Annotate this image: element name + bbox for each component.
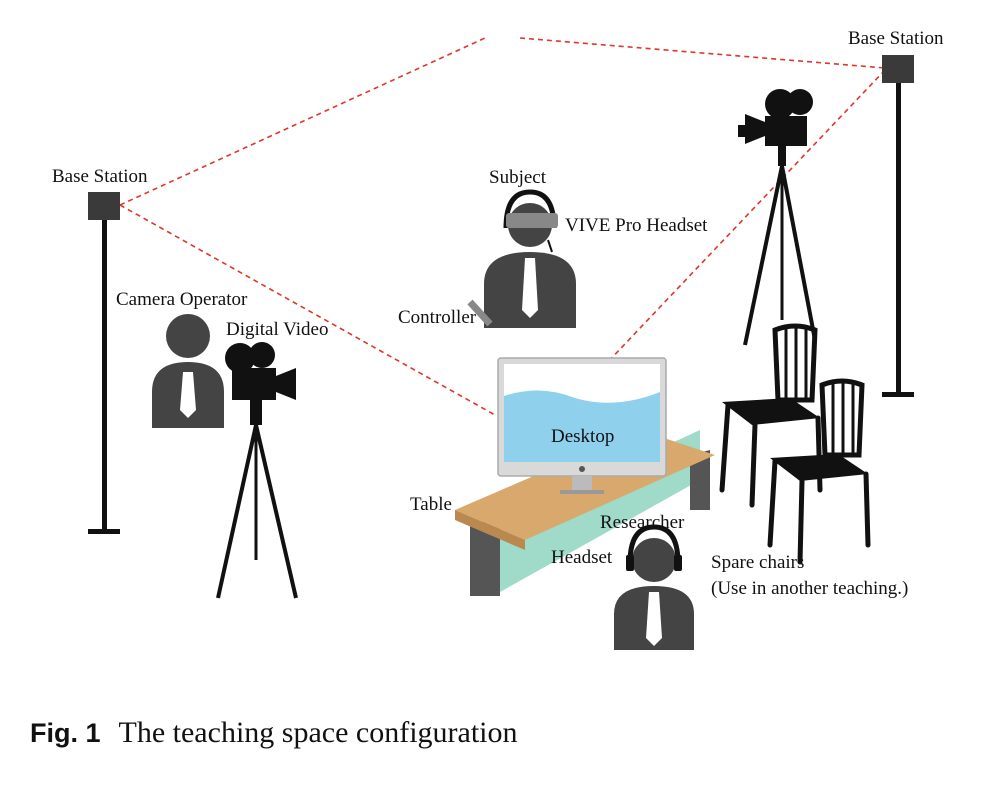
base-station-right-label: Base Station: [848, 28, 944, 49]
video-camera-left: [216, 342, 298, 599]
vive-headset-label: VIVE Pro Headset: [565, 215, 708, 236]
base-station-left-label: Base Station: [52, 166, 148, 187]
figure-caption: Fig. 1 The teaching space configuration: [30, 716, 518, 750]
camera-operator-figure: [152, 314, 224, 428]
spare-chairs-label-line2: (Use in another teaching.): [711, 578, 908, 599]
video-camera-right: [738, 89, 817, 346]
subject-figure: [467, 189, 576, 328]
controller-label: Controller: [398, 307, 477, 328]
teaching-space-diagram: Base Station Base Station Camera Operato…: [52, 28, 944, 650]
tracking-lines: [119, 37, 886, 416]
chair-front: [767, 378, 871, 565]
researcher-figure: [614, 524, 694, 650]
researcher-label: Researcher: [600, 512, 685, 533]
spare-chairs-label-line1: Spare chairs: [711, 552, 804, 573]
desktop-label: Desktop: [551, 426, 614, 447]
figure-number: Fig. 1: [30, 718, 101, 748]
camera-operator-label: Camera Operator: [116, 289, 248, 310]
base-station-left: [88, 192, 120, 534]
headset-label: Headset: [551, 547, 613, 568]
digital-video-label: Digital Video: [226, 319, 328, 340]
table-label: Table: [410, 494, 452, 515]
subject-label: Subject: [489, 167, 547, 188]
base-station-right: [882, 55, 914, 397]
spare-chairs: [719, 323, 871, 565]
desktop-monitor: [497, 357, 667, 494]
caption-text: The teaching space configuration: [118, 716, 518, 749]
